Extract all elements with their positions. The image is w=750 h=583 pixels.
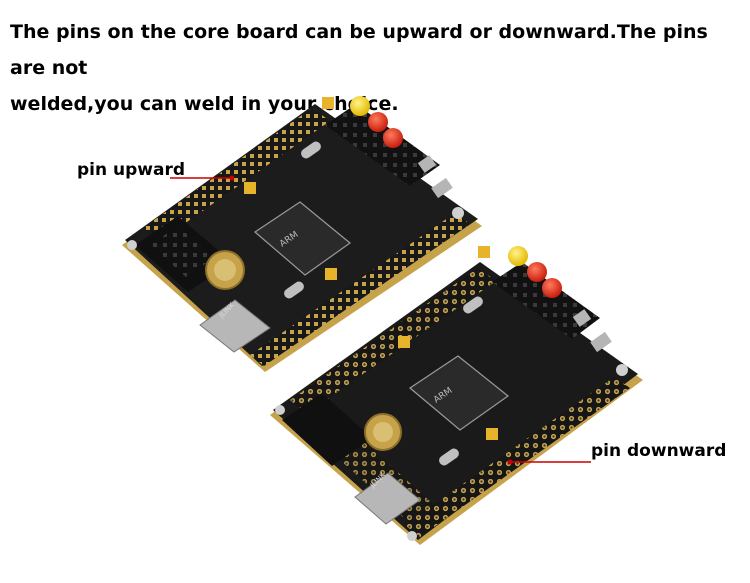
top-board-crystal <box>301 141 321 159</box>
bottom-board-pin-pads-left <box>290 268 496 414</box>
bottom-board-jumper <box>398 336 410 348</box>
bottom-board-connector <box>492 262 600 339</box>
product-photo: ARM JLINK <box>122 96 643 545</box>
top-board-button-red-2 <box>383 128 403 148</box>
top-board-button-yellow <box>350 96 370 116</box>
bottom-board-sd-slot <box>354 472 421 525</box>
headline-line-2: welded,you can weld in your choice. <box>10 93 399 115</box>
pin-upward-label: pin upward <box>77 160 186 180</box>
top-board-pin-header-bottom <box>250 213 470 366</box>
bottom-board-button-yellow <box>508 246 528 266</box>
top-board-sd-slot <box>199 299 271 353</box>
bottom-board-button-red-1 <box>527 262 547 282</box>
top-board-pin-header-left <box>143 108 330 241</box>
bottom-board-mcu-chip <box>409 355 509 431</box>
bottom-board-button-red-2 <box>542 278 562 298</box>
bottom-board-pin-pads-bottom <box>405 377 630 537</box>
top-board-connector <box>325 104 440 186</box>
headline-line-1: The pins on the core board can be upward… <box>10 21 708 79</box>
bottom-board: ARM JLINK <box>270 246 643 545</box>
headline: The pins on the core board can be upward… <box>10 14 745 122</box>
pin-downward-label: pin downward <box>591 441 727 461</box>
top-board: ARM JLINK <box>122 96 482 372</box>
bottom-board-jlink-connector <box>282 393 372 466</box>
top-board-jumper <box>244 182 256 194</box>
top-board-button-red-1 <box>368 112 388 132</box>
top-board-mcu-chip <box>254 201 351 276</box>
